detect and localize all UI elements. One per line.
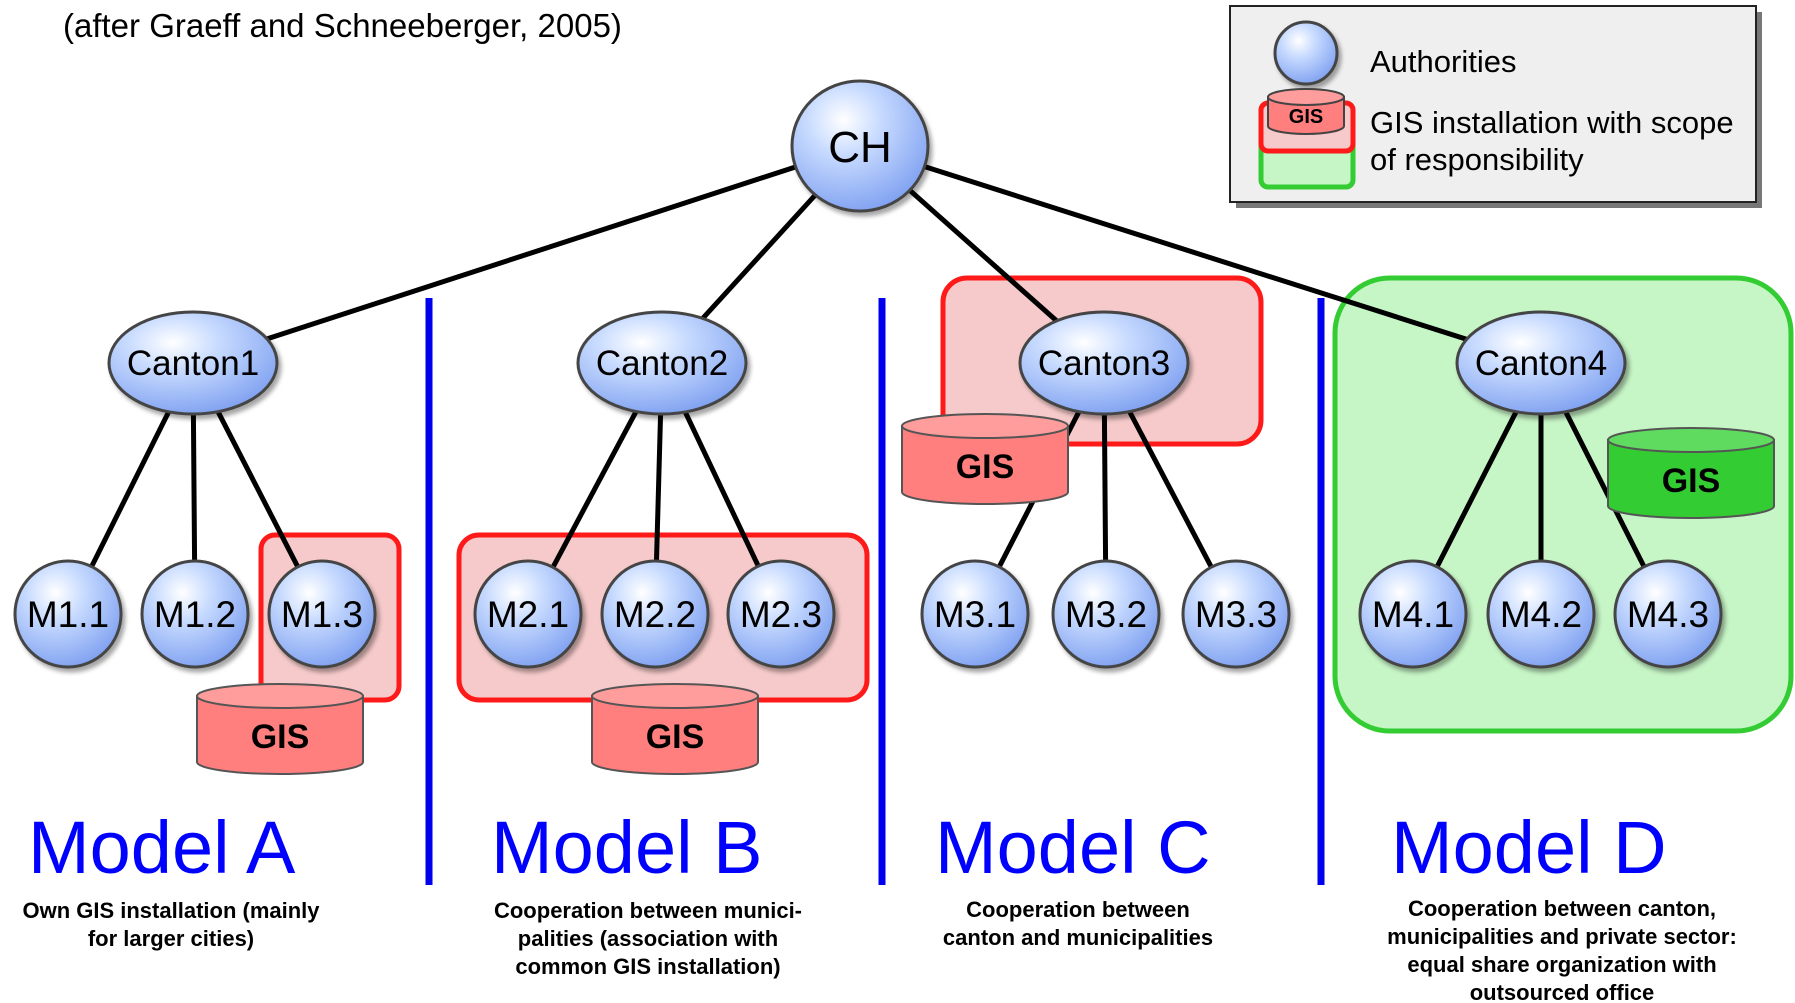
- node-m23: M2.3: [726, 559, 836, 669]
- node-m21: M2.1: [473, 559, 583, 669]
- model-d-description-line: Cooperation between canton,: [1408, 896, 1716, 921]
- gis-cylinder-model-b: GIS: [591, 683, 759, 775]
- node-m43: M4.3: [1613, 559, 1723, 669]
- node-m12: M1.2: [140, 559, 250, 669]
- legend-gis-scope-line1: GIS installation with scope: [1370, 105, 1734, 140]
- node-m11: M1.1: [13, 559, 123, 669]
- canton3-label: Canton3: [1038, 344, 1170, 383]
- legend-gis-icon: GIS: [1267, 88, 1345, 135]
- m11-label: M1.1: [27, 594, 109, 635]
- m43-label: M4.3: [1627, 594, 1709, 635]
- model-c-description: Cooperation between canton and municipal…: [943, 897, 1213, 950]
- gis-label-model-b: GIS: [646, 718, 705, 756]
- link-ch-canton4: [859, 143, 1542, 366]
- node-m22: M2.2: [600, 559, 710, 669]
- node-canton1: Canton1: [107, 310, 279, 416]
- gis-label-model-d: GIS: [1662, 462, 1721, 500]
- m33-label: M3.3: [1195, 594, 1277, 635]
- m12-label: M1.2: [154, 594, 236, 635]
- gis-cylinder-model-d: GIS: [1607, 427, 1775, 519]
- node-m42: M4.2: [1486, 559, 1596, 669]
- m41-label: M4.1: [1372, 594, 1454, 635]
- model-d-description-line: equal share organization with: [1407, 952, 1716, 977]
- link-ch-canton1: [192, 143, 861, 366]
- node-canton4: Canton4: [1455, 310, 1627, 416]
- gis-label-model-a: GIS: [251, 718, 310, 756]
- model-d-description-line: outsourced office: [1470, 980, 1655, 1003]
- model-d-description: Cooperation between canton, municipaliti…: [1387, 896, 1737, 1003]
- model-b-description-line: palities (association with: [518, 926, 778, 951]
- model-b-description-line: Cooperation between munici-: [494, 898, 802, 923]
- node-m13: M1.3: [267, 559, 377, 669]
- node-canton3: Canton3: [1018, 310, 1190, 416]
- gis-cylinder-model-a: GIS: [196, 683, 364, 775]
- model-c-description-line: canton and municipalities: [943, 925, 1213, 950]
- node-m32: M3.2: [1051, 559, 1161, 669]
- model-a-title: Model A: [28, 806, 296, 889]
- node-ch: CH: [790, 79, 930, 213]
- model-a-description: Own GIS installation (mainly for larger …: [22, 898, 320, 951]
- model-d-title: Model D: [1391, 806, 1667, 889]
- canton1-label: Canton1: [127, 344, 259, 383]
- m23-label: M2.3: [740, 594, 822, 635]
- m31-label: M3.1: [934, 594, 1016, 635]
- m32-label: M3.2: [1065, 594, 1147, 635]
- model-b-description-line: common GIS installation): [515, 954, 780, 979]
- model-a-description-line: for larger cities): [88, 926, 254, 951]
- canton4-label: Canton4: [1475, 344, 1607, 383]
- model-b-title: Model B: [491, 806, 762, 889]
- model-c-description-line: Cooperation between: [966, 897, 1190, 922]
- legend-authority-icon: [1273, 20, 1339, 86]
- m13-label: M1.3: [281, 594, 363, 635]
- m42-label: M4.2: [1500, 594, 1582, 635]
- legend-gis-scope-line2: of responsibility: [1370, 142, 1584, 177]
- node-m41: M4.1: [1358, 559, 1468, 669]
- legend-gis-label: GIS: [1289, 106, 1323, 128]
- node-m33: M3.3: [1181, 559, 1291, 669]
- model-b-description: Cooperation between munici- palities (as…: [494, 898, 802, 979]
- m21-label: M2.1: [487, 594, 569, 635]
- gis-cylinder-model-c: GIS: [901, 413, 1069, 505]
- canton2-label: Canton2: [596, 344, 728, 383]
- citation: (after Graeff and Schneeberger, 2005): [63, 7, 622, 44]
- node-canton2: Canton2: [576, 310, 748, 416]
- model-a-description-line: Own GIS installation (mainly: [22, 898, 320, 923]
- legend-authorities-label: Authorities: [1370, 44, 1516, 79]
- m22-label: M2.2: [614, 594, 696, 635]
- node-m31: M3.1: [920, 559, 1030, 669]
- node-ch-label: CH: [828, 123, 892, 172]
- model-d-description-line: municipalities and private sector:: [1387, 924, 1737, 949]
- legend: Authorities GIS GIS installation with sc…: [1229, 5, 1762, 208]
- model-c-title: Model C: [935, 806, 1211, 889]
- gis-label-model-c: GIS: [956, 448, 1015, 486]
